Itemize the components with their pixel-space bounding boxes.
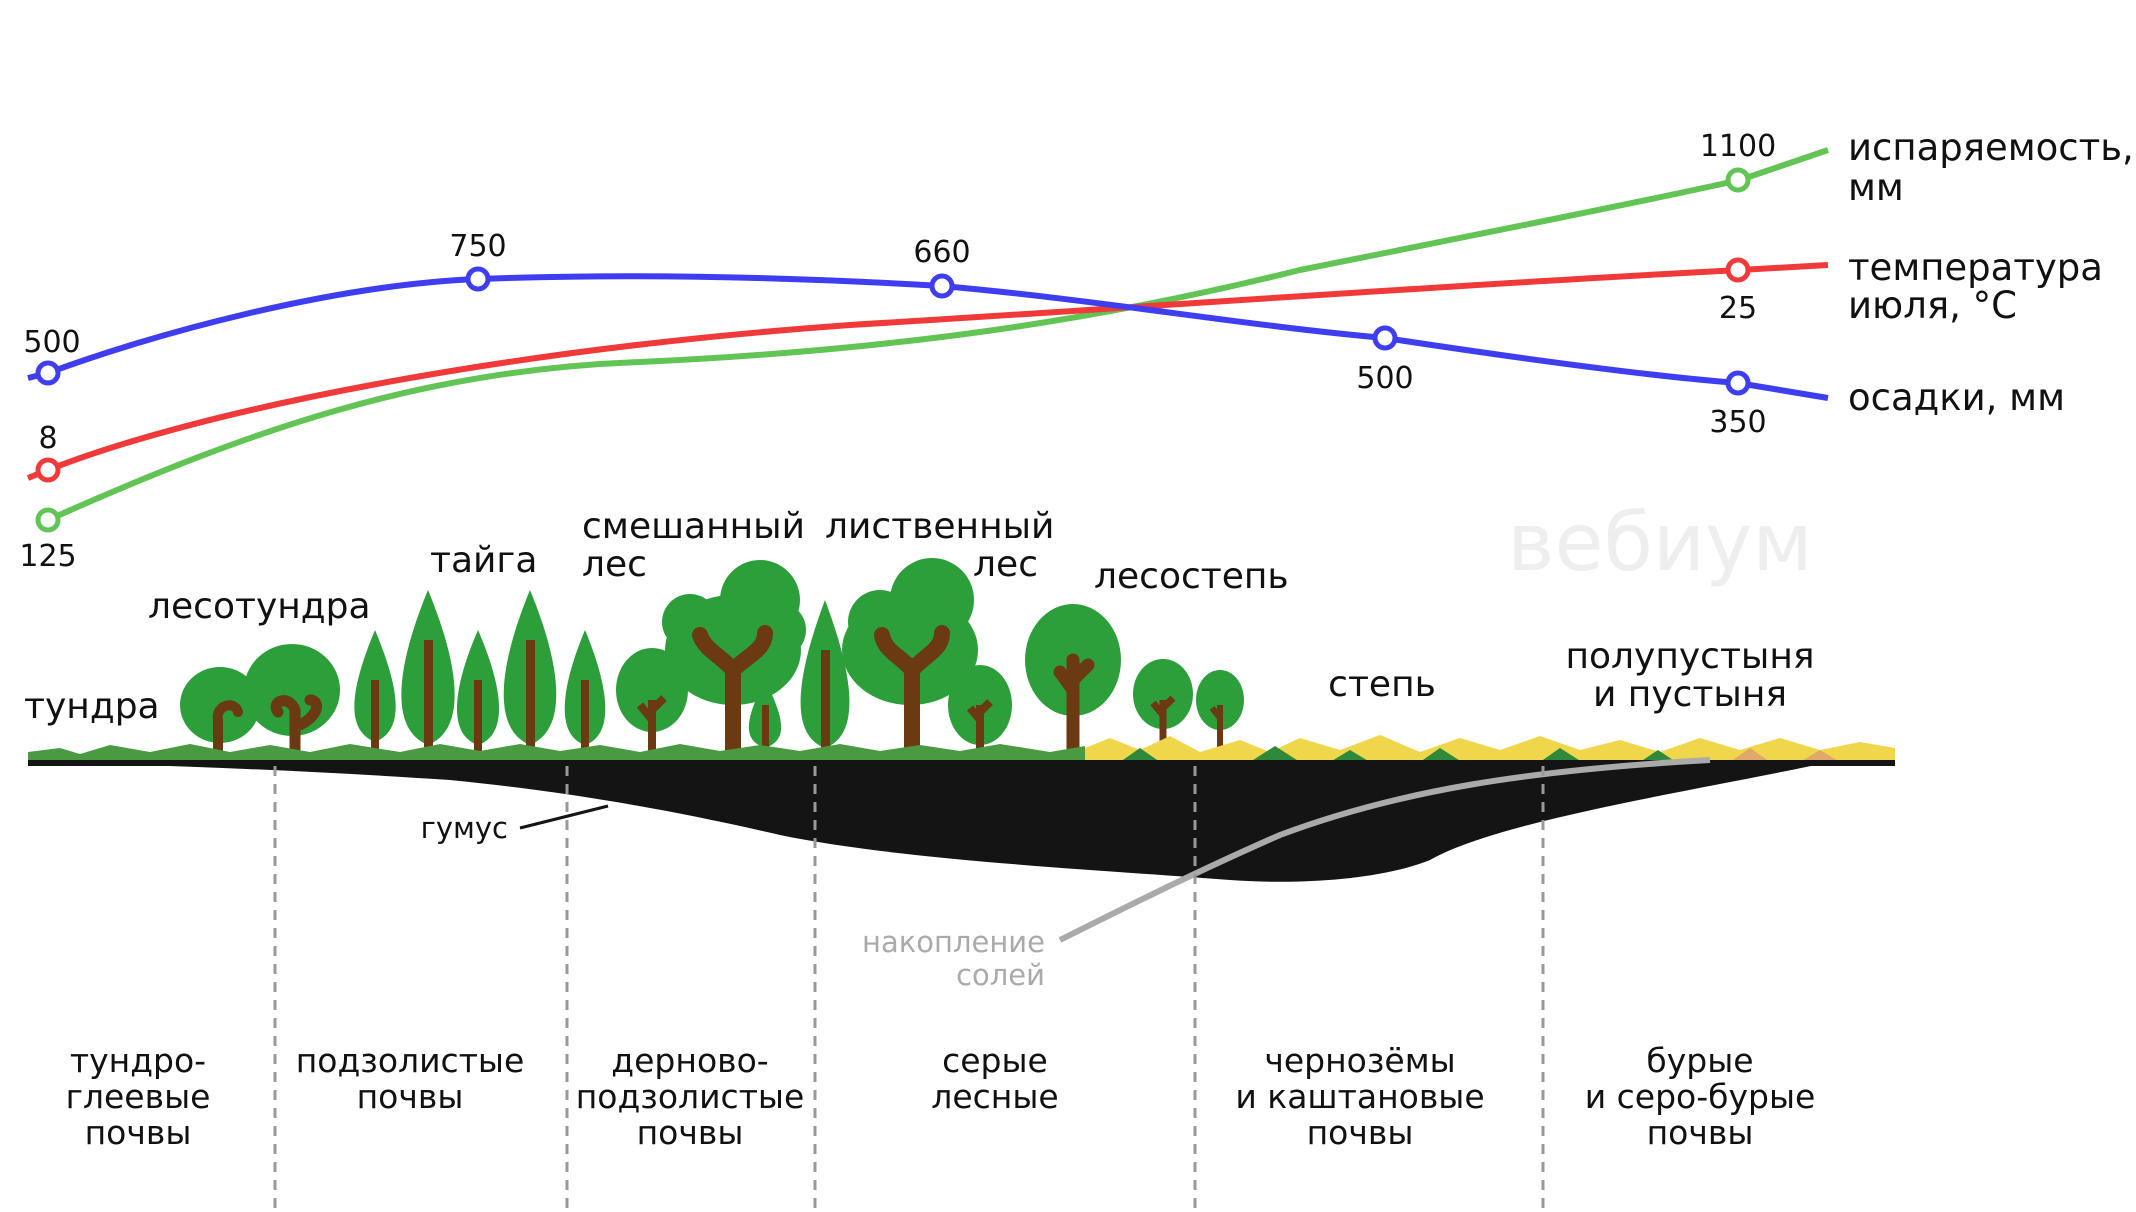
soil-chernozem-line-3: почвы — [1307, 1113, 1414, 1152]
precip-point-3 — [929, 273, 955, 299]
soil-grey-forest-line-1: серые — [942, 1041, 1048, 1080]
humus-layer — [28, 762, 1830, 882]
precip-value-5: 350 — [1709, 405, 1766, 440]
precip-point-1 — [35, 360, 61, 386]
soil-tundra-line-3: почвы — [85, 1113, 192, 1152]
legend-evaporation-line-2: мм — [1848, 166, 1904, 209]
zone-mixed-line-2: лес — [582, 544, 647, 585]
vegetation — [180, 558, 1244, 763]
zone-forest-tundra: лесотундра — [148, 586, 371, 627]
deciduous-tree — [948, 665, 1012, 755]
forest-tundra-tree — [244, 644, 340, 761]
soil-podzolic-line-1: подзолистые — [296, 1041, 525, 1080]
zone-desert-line-1: полупустыня — [1565, 636, 1814, 677]
temp-point-1 — [35, 457, 61, 483]
evap-point-1 — [35, 507, 61, 533]
taiga-spruce — [564, 630, 606, 755]
temp-value-2: 25 — [1719, 291, 1757, 326]
precip-value-4: 500 — [1356, 361, 1413, 396]
evap-point-2 — [1725, 167, 1751, 193]
precip-value-1: 500 — [23, 325, 80, 360]
soil-chernozem-line-1: чернозёмы — [1264, 1041, 1455, 1080]
mixed-forest-spruce — [800, 600, 850, 755]
zone-desert-line-2: и пустыня — [1593, 674, 1787, 715]
salts-label-line-2: солей — [956, 958, 1045, 992]
soil-sod-podzolic-line-2: подзолистые — [576, 1077, 805, 1116]
zone-steppe: степь — [1328, 664, 1436, 705]
salts-label-line-1: накопление — [862, 925, 1045, 959]
mixed-forest-spruce — [748, 680, 782, 755]
soil-brown-line-2: и серо-бурые — [1585, 1077, 1816, 1116]
watermark: вебиум — [1507, 496, 1812, 589]
zone-taiga: тайга — [430, 540, 537, 581]
forest-steppe-tree — [1133, 659, 1193, 752]
precip-point-2 — [465, 266, 491, 292]
soil-sod-podzolic-line-3: почвы — [637, 1113, 744, 1152]
forest-tundra-tree — [180, 667, 260, 760]
taiga-spruce — [354, 630, 396, 755]
salt-accumulation-line — [1058, 757, 1711, 943]
zone-tundra: тундра — [24, 686, 160, 727]
soil-brown-line-3: почвы — [1647, 1113, 1754, 1152]
soil-grey-forest-line-2: лесные — [931, 1077, 1058, 1116]
soil-tundra-line-2: глеевые — [66, 1077, 211, 1116]
legend-temperature-line-1: температура — [1848, 246, 2103, 289]
temp-value-1: 8 — [38, 421, 57, 456]
temperature-curve — [26, 262, 1829, 481]
mixed-forest-oak — [662, 560, 806, 763]
precip-point-5 — [1725, 370, 1751, 396]
humus-pointer — [519, 804, 609, 830]
legend-precipitation: осадки, мм — [1848, 376, 2065, 419]
deciduous-oak — [842, 558, 978, 763]
soil-chernozem-line-2: и каштановые — [1235, 1077, 1484, 1116]
soil-tundra-line-1: тундро- — [70, 1041, 206, 1080]
zone-forest-steppe: лесостепь — [1094, 556, 1289, 597]
soil-labels: тундро- глеевые почвы подзолистые почвы … — [66, 1041, 1816, 1152]
precip-value-2: 750 — [449, 229, 506, 264]
zone-deciduous-line-1: лиственный — [825, 506, 1054, 547]
soil-brown-line-1: бурые — [1646, 1041, 1753, 1080]
forest-steppe-tree — [1025, 604, 1121, 762]
humus-label: гумус — [421, 811, 508, 845]
soil-sod-podzolic-line-1: дерново- — [611, 1041, 768, 1080]
evap-value-1: 125 — [19, 539, 76, 574]
zone-deciduous-line-2: лес — [973, 544, 1038, 585]
taiga-spruce — [456, 630, 500, 755]
precip-value-3: 660 — [913, 235, 970, 270]
soil-boundaries — [273, 766, 1545, 1212]
steppe-grass-strip — [1085, 735, 1895, 762]
desert-sand-patches — [1730, 748, 1840, 762]
zone-mixed-line-1: смешанный — [582, 506, 805, 547]
precip-point-4 — [1372, 325, 1398, 351]
taiga-spruce — [401, 590, 455, 755]
steppe-green-patches — [1120, 746, 1676, 762]
legend-evaporation-line-1: испаряемость, — [1848, 126, 2134, 169]
forest-steppe-tree — [1196, 670, 1244, 752]
evaporation-curve — [46, 147, 1829, 523]
temp-point-2 — [1725, 257, 1751, 283]
soil-podzolic-line-2: почвы — [357, 1077, 464, 1116]
taiga-spruce — [503, 590, 557, 755]
legend-temperature-line-2: июля, °С — [1848, 284, 2017, 327]
evap-value-2: 1100 — [1700, 129, 1776, 164]
grass-strip — [28, 744, 1085, 762]
